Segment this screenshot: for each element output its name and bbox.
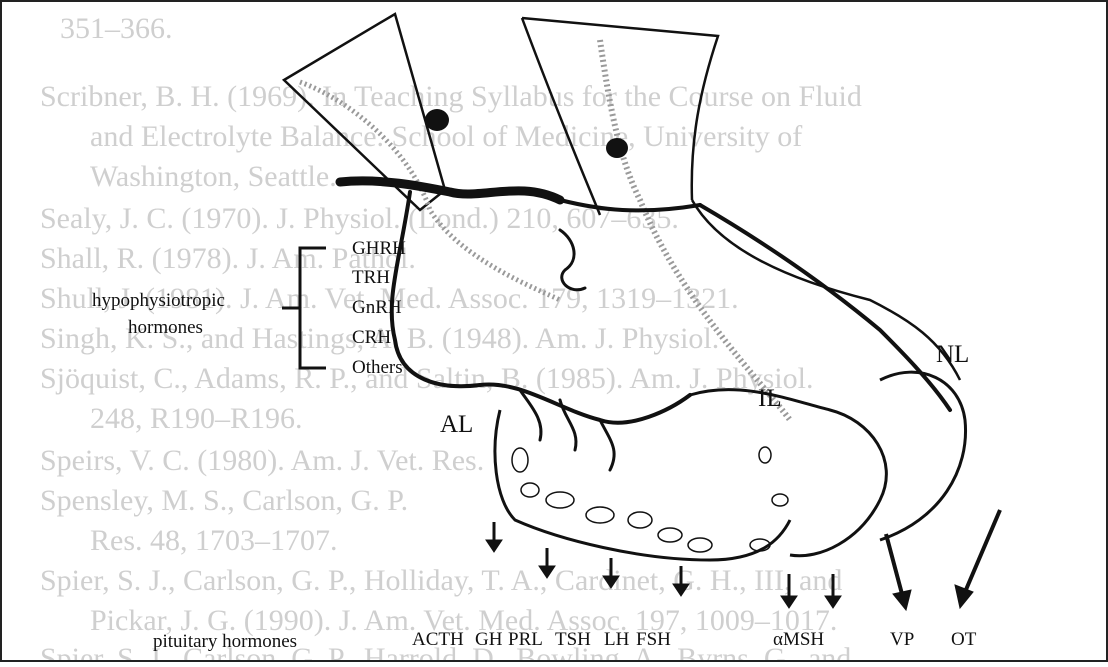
hormone-prl: PRL — [508, 629, 543, 650]
pituitary-hormones-label: pituitary hormones — [153, 631, 297, 652]
hormone-tsh: TSH — [555, 629, 591, 650]
hormone-gh: GH — [475, 629, 503, 650]
hormone-amsh: αMSH — [773, 629, 824, 650]
hormone-acth: ACTH — [412, 629, 464, 650]
neural-lobe-label: NL — [936, 341, 969, 368]
bg-line-3: Washington, Seattle. — [90, 160, 337, 193]
intermediate-lobe-outline — [690, 390, 886, 556]
hormone-fsh: FSH — [636, 629, 671, 650]
bg-line-13: Spier, S. J., Carlson, G. P., Holliday, … — [40, 564, 842, 597]
releasing-hormone-gnrh: GnRH — [352, 297, 402, 318]
neural-lobe-outline — [880, 372, 966, 540]
bg-line-12: Res. 48, 1703–1707. — [90, 524, 338, 557]
anterior-lobe-outline — [495, 410, 790, 560]
hypophysiotropic-label-line2: hormones — [128, 317, 203, 338]
bg-line-9: 248, R190–R196. — [90, 402, 303, 435]
bg-line-0: 351–366. — [60, 12, 173, 45]
hormone-lh: LH — [604, 629, 630, 650]
hormone-vp: VP — [890, 629, 914, 650]
neuron-nucleus-left — [425, 109, 449, 131]
hormone-ot: OT — [951, 629, 977, 650]
intermediate-lobe-label: IL — [758, 385, 782, 412]
bg-line-11: Spensley, M. S., Carlson, G. P. — [40, 484, 408, 517]
bg-line-1: Scribner, B. H. (1969). In Teaching Syll… — [40, 80, 862, 113]
releasing-hormone-others: Others — [352, 357, 403, 378]
neuron-nucleus-right — [606, 138, 628, 158]
anterior-lobe-cells — [512, 447, 788, 552]
bg-line-10: Speirs, V. C. (1980). Am. J. Vet. Res. — [40, 444, 484, 477]
releasing-hormone-trh: TRH — [352, 267, 390, 288]
releasing-hormone-ghrh: GHRH — [352, 238, 406, 259]
hypophysiotropic-label-line1: hypophysiotropic — [92, 290, 225, 311]
anterior-lobe-label: AL — [440, 411, 473, 438]
releasing-hormone-crh: CRH — [352, 327, 391, 348]
